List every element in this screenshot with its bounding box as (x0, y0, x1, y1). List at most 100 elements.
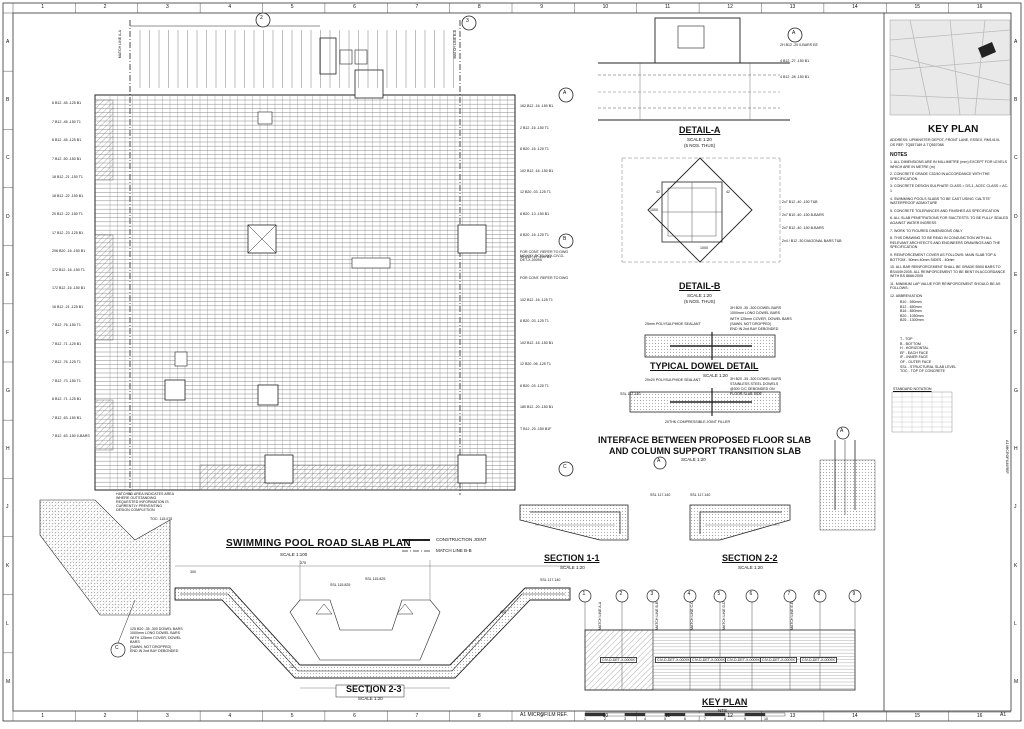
left-rebar-label: 7 B12 -71 -125 B1 (52, 341, 82, 346)
note-item: 6. ALL SLAB PENETRATIONS FOR SIACTESTS: … (890, 216, 1009, 225)
interface-label: 20x20 POLYSULPHIDE SEALANT (645, 378, 701, 382)
grid-row-label: E (6, 271, 10, 278)
grid-bubble-a2 (787, 27, 803, 43)
left-rebar-label: 7 B12 -63 -150 0-BARS (52, 434, 90, 438)
grid-bubble-a3-label: A (840, 428, 844, 434)
grid-bubble-a-label: A (563, 90, 567, 96)
footer-scale-number: 4 (644, 717, 646, 721)
legend-construction-joint: CONSTRUCTION JOINT (436, 537, 487, 542)
left-rebar-label: 16 B12 -21 -125 B1 (52, 304, 84, 309)
grid-bubble-2 (255, 12, 271, 28)
dowel-label: 25mm POLYSULPHIDE SEALANT (645, 322, 701, 326)
footer-scale-number: 2 (604, 717, 606, 721)
key-plan-grid-label: 5 (717, 591, 721, 597)
right-rebar-label: 8 B20 -03 -125 T1 (520, 319, 549, 323)
interface-label: FLOOR SLAB SIDE (730, 392, 762, 396)
left-rebar-label: 7 B12 -63 -150 B1 (52, 415, 82, 420)
note-item: 2. CONCRETE GRADE C32/40 IN ACCORDANCE W… (890, 172, 990, 181)
footer-scale-number: 8 (724, 717, 726, 721)
notes-title: NOTES (890, 152, 908, 158)
section-3-scale: SCALE 1:20 (358, 696, 383, 701)
dowel-note-line-2: 1000mm LONG DOWEL BARS (130, 631, 180, 636)
right-rebar-label: 12 B20 -03 -125 T1 (520, 190, 551, 194)
footer-scale-number: 5 (664, 717, 666, 721)
grid-col-label-bottom: 6 (353, 713, 356, 719)
detail-b-label: 2x7 B10 -40 -150 B-BARS (782, 213, 824, 217)
detail-a-label: 2H B12 -20 0-BARS EE (780, 43, 818, 47)
note-item: 4. SWIMMING POOLS SLABS TO BE CAST USING… (890, 196, 991, 206)
grid-col-label: 5 (290, 4, 294, 10)
grid-col-label: 9 (540, 4, 543, 10)
lap-row: B25 - 1300mm (900, 318, 924, 323)
key-plan-grid-label: 4 (687, 591, 691, 597)
right-rebar-label: 102 B12 -16 -150 B1 (520, 340, 554, 345)
os-ref: OS REF: TQ557189 & TQ557088 (890, 143, 944, 147)
grid-col-label: 11 (664, 4, 671, 10)
key-plan-match-line: MATCH LINE C-C (690, 601, 694, 630)
abbrev-row: OF - OUTER FACE (900, 359, 932, 364)
grid-bubble-c-label: C (563, 464, 567, 470)
interface-label: @300 C/C DEBONDED ON (730, 387, 775, 391)
grid-row-label: M (6, 678, 11, 685)
toc-label: TOC: 115.075 (150, 517, 173, 521)
dowel-label: 1000mm LONG DOWEL BARS (730, 311, 780, 316)
footer-scale-number: 7 (704, 717, 706, 721)
grid-bubble-c (558, 461, 574, 477)
detail-b (621, 157, 781, 263)
dowel-note-line-5: END IN 2nd BAY DEBONDED (130, 649, 179, 654)
right-rebar-label: 8 B20 -16 -125 T1 (520, 233, 549, 237)
key-plan-ref: CIV-D-DET-X-0009X (760, 657, 797, 663)
grid-bubble-c2-label: C (115, 645, 119, 651)
key-plan-match-line: MATCH LINE D-D (722, 601, 726, 630)
left-rebar-label: 6 B12 -45 -125 B1 (52, 101, 82, 105)
grid-row-label: G (6, 388, 10, 395)
grid-bubble-a (558, 87, 574, 103)
continuation-note: FOR CONT. REFER TO DWG NO XXX-DC01-XXX-C… (520, 250, 569, 262)
key-plan-ref: CIV-D-DET-X-0009X (800, 657, 837, 663)
right-rebar-label: 12 B20 -06 -125 T1 (520, 362, 551, 366)
grid-row-label-right: C (1014, 155, 1018, 162)
right-rebar-label: 102 B12 -16 -150 B1 (520, 168, 554, 173)
dowel-note-line-1: 125 B20 -35 -300 DOWEL BARS (130, 627, 183, 631)
section-2-title: SECTION 2-2 (722, 553, 778, 563)
detail-a (598, 17, 790, 121)
abbrev-row: EF - EACH FACE (900, 350, 929, 355)
key-plan-grid-label: 6 (749, 591, 753, 597)
key-plan-grid-label: 9 (852, 591, 856, 597)
interface-label: STAINLESS STEEL DOWELS (730, 382, 779, 386)
grid-col-label-bottom: 14 (852, 713, 858, 719)
left-rebar-label: 18 B12 -22 -150 B1 (52, 193, 84, 198)
interface-title-1: INTERFACE BETWEEN PROPOSED FLOOR SLAB (598, 435, 812, 445)
note-item: 1. ALL DIMENSIONS ARE IN MILLIMETRE (mm)… (890, 160, 1008, 169)
right-rebar-label: 8 B20 -13 -150 B1 (520, 211, 550, 216)
grid-col-label: 12 (727, 4, 733, 10)
grid-col-label: 3 (165, 4, 169, 10)
left-rebar-label: 17 B12 -23 -125 B1 (52, 230, 84, 235)
detail-b-label: 2x7 B12 -40 -150 T&B (782, 200, 818, 204)
match-line-a-label: MATCH LINE A-A (118, 30, 122, 59)
grid-col-label-bottom: 11 (664, 713, 671, 719)
abbrev-row: IF - INNER FACE (900, 355, 928, 360)
standard-notation-title: STANDARD NOTATION (893, 387, 932, 391)
grid-row-label-right: J (1014, 504, 1017, 511)
left-rebar-label: 172 B12 -16 -150 B1 (52, 286, 86, 290)
grid-bubble-a3 (836, 426, 850, 440)
right-rebar-label: FOR CONT. REFER TO DWG (520, 276, 569, 280)
note-item: 5. CONCRETE TOLERANCES AND FINISHES AS S… (890, 208, 1000, 213)
footer-scale-number: 9 (744, 717, 746, 721)
left-rebar-label: 8 B12 -71 -125 B1 (52, 397, 82, 401)
lap-row: B16 - 850mm (900, 309, 922, 314)
grid-col-label-bottom: 16 (976, 713, 983, 719)
grid-row-label-right: K (1014, 562, 1018, 569)
hatch-note: HATCHED AREA INDICATES AREA WHERE OUTSTA… (116, 492, 174, 512)
abbrev-row: SSL - STRUCTURAL SLAB LEVEL (900, 364, 957, 369)
note-item: 9. REINFORCEMENT COVER AS FOLLOWS: MAIN … (890, 252, 996, 262)
abbrev-row: H - HORIZONTAL (900, 346, 929, 351)
grid-row-label: B (6, 97, 10, 104)
left-rebar-label: 7 B12 -45 -150 T1 (52, 119, 81, 124)
grid-col-label: 1 (41, 4, 44, 10)
detail-b-scale: SCALE 1:20 (687, 293, 712, 298)
grid-col-label: 13 (789, 4, 796, 10)
detail-a-sub: (5 NOS. THUS) (684, 143, 716, 148)
